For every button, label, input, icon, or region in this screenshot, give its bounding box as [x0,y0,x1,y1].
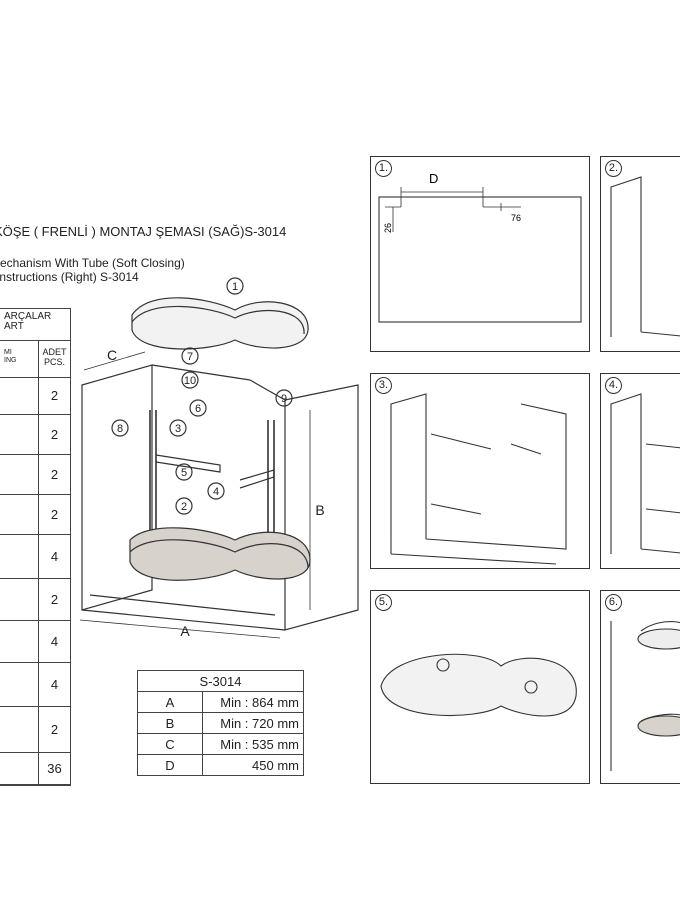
dim-26-label: 26 [383,223,393,233]
part-quantity: 4 [50,634,59,649]
callout-9: 9 [281,393,287,405]
col-qty-header: ADET PCS. [42,347,67,367]
parts-table-header: ARÇALAR ART [0,309,70,341]
part-thumbnail [0,753,39,784]
step-4-drawing [610,393,680,554]
part-thumbnail [0,663,39,706]
spec-value-c: Min : 535 mm [202,733,304,755]
part-quantity: 4 [50,549,59,564]
dim-76-label: 76 [511,213,521,223]
part-thumbnail [0,579,39,620]
callout-4: 4 [213,486,219,498]
step-number-3: 3. [375,377,392,394]
dim-b-label: B [315,502,324,518]
step-3-drawing [390,393,567,565]
part-quantity: 2 [50,592,59,607]
parts-table: ARÇALAR ART MI ING ADET PCS. 2 2 2 2 4 2 4 4 2 36 [0,308,71,786]
part-thumbnail [0,707,39,752]
part-quantity: 4 [50,677,59,692]
step-panel-2: 2. [600,156,680,352]
callout-2: 2 [181,501,187,513]
step-number-2: 2. [605,160,622,177]
step-panel-5: 5. [370,590,590,784]
step-2-drawing [610,176,680,337]
callout-8: 8 [117,423,123,435]
parts-row: 2 [0,415,70,455]
part-quantity: 36 [47,761,62,776]
spec-value-a: Min : 864 mm [202,691,304,713]
parts-row: 2 [0,707,70,753]
parts-header-tr: ARÇALAR [4,311,52,322]
step-panel-4: 4. [600,373,680,569]
spec-label-d: D [137,754,203,776]
parts-column-headers: MI ING ADET PCS. [0,341,70,378]
callout-5: 5 [181,467,187,479]
dim-c-label: C [107,347,117,363]
parts-header-en: ART [4,321,24,332]
dim-d-label: D [429,171,438,186]
parts-row: 2 [0,377,70,415]
part-quantity: 2 [50,722,59,737]
spec-label-a: A [137,691,203,713]
subtitle-line-2: Instructions (Right) S-3014 [0,270,139,284]
step-number-1: 1. [375,160,392,177]
step-number-6: 6. [605,594,622,611]
part-quantity: 2 [50,388,59,403]
step-number-5: 5. [375,594,392,611]
step-panel-3: 3. [370,373,590,569]
part-thumbnail [0,455,39,494]
spec-model: S-3014 [137,670,304,692]
step-1-drawing: D 26 76 [378,171,582,323]
parts-row: 2 [0,455,70,495]
callout-6: 6 [195,403,201,415]
part-thumbnail [0,415,39,454]
subtitle-line-1: Mechanism With Tube (Soft Closing) [0,256,185,270]
callout-1: 1 [232,281,238,293]
spec-value-b: Min : 720 mm [202,712,304,734]
step-6-drawing [610,620,680,771]
part-quantity: 2 [50,427,59,442]
main-title: KÖŞE ( FRENLİ ) MONTAJ ŞEMASI (SAĞ)S-301… [0,224,287,239]
parts-row: 36 [0,753,70,785]
step-panel-6: 6. [600,590,680,784]
part-thumbnail [0,535,39,578]
parts-row: 4 [0,663,70,707]
parts-row: 4 [0,621,70,663]
callout-7: 7 [187,351,193,363]
part-quantity: 2 [50,467,59,482]
step-panel-1: 1. D 26 76 [370,156,590,352]
spec-label-b: B [137,712,203,734]
callout-10: 10 [184,375,196,387]
spec-label-c: C [137,733,203,755]
part-thumbnail [0,495,39,534]
part-thumbnail [0,621,39,662]
part-quantity: 2 [50,507,59,522]
parts-row: 2 [0,495,70,535]
step-5-drawing [380,653,577,717]
part-thumbnail [0,377,39,414]
step-number-4: 4. [605,377,622,394]
callout-3: 3 [175,423,181,435]
exploded-assembly-diagram: 1 7 10 6 9 8 3 5 4 2 A B C [79,277,359,639]
parts-row: 4 [0,535,70,579]
dim-a-label: A [180,623,190,639]
col-name-header: MI ING [0,341,39,377]
spec-value-d: 450 mm [202,754,304,776]
parts-row: 2 [0,579,70,621]
